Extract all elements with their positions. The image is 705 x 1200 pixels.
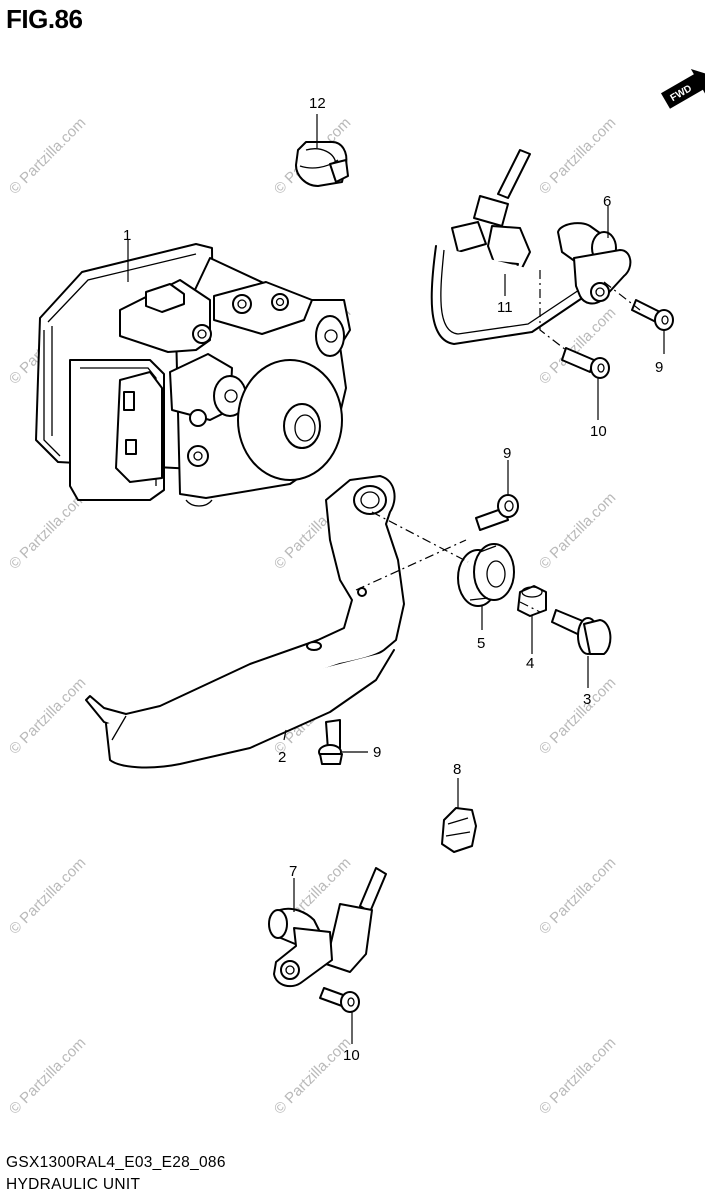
callout-11: 11: [497, 299, 513, 316]
assembly-guide-lines: [355, 270, 641, 613]
callout-3: 3: [583, 691, 591, 708]
hose-clamp-12: [295, 141, 349, 187]
watermark: © Partzilla.com: [536, 114, 619, 197]
forward-direction-badge: FWD: [660, 69, 705, 109]
watermark: © Partzilla.com: [6, 854, 89, 937]
watermark: © Partzilla.com: [536, 1034, 619, 1117]
bolt-9a: [475, 494, 519, 531]
callout-4: 4: [526, 655, 534, 672]
callout-5: 5: [477, 635, 485, 652]
sensor-harness-11-6: [430, 149, 632, 345]
callout-10: 9: [655, 359, 663, 376]
speed-sensor-7: [268, 867, 387, 988]
callout-7: 7: [289, 863, 297, 880]
callout-12: 12: [309, 95, 326, 112]
watermark: © Partzilla.com: [6, 1034, 89, 1117]
callout-9: 9: [503, 445, 511, 462]
callout-1: 1: [123, 227, 131, 244]
watermark: © Partzilla.com: [536, 674, 619, 757]
bolt-10b: [561, 347, 610, 379]
grommet-5: [457, 543, 515, 607]
watermark: © Partzilla.com: [6, 489, 89, 572]
callout-8: 8: [453, 761, 461, 778]
model-code: GSX1300RAL4_E03_E28_086: [6, 1154, 226, 1171]
callout-6: 6: [603, 193, 611, 210]
hydraulic-unit-1: [35, 243, 351, 507]
callout-9: 9: [373, 744, 381, 761]
watermark: © Partzilla.com: [536, 854, 619, 937]
callout-labels: 12 1 6 11 9 10 9 5 4 3 2 9 8 7 10: [123, 95, 663, 1064]
callout-10: 10: [343, 1047, 360, 1064]
figure-label: FIG.86: [6, 4, 83, 34]
collar-4: [517, 585, 547, 617]
watermark: © Partzilla.com: [6, 674, 89, 757]
hose-clamp-8: [441, 807, 477, 853]
bolt-3: [551, 609, 612, 655]
bolt-10c: [319, 987, 360, 1013]
section-name: HYDRAULIC UNIT: [6, 1176, 141, 1193]
bracket-2: [85, 475, 405, 769]
leader-lines: [127, 114, 665, 1044]
watermark: © Partzilla.com: [6, 114, 89, 197]
callout-2: 2: [278, 749, 286, 766]
watermark: © Partzilla.com: [271, 1034, 354, 1117]
bolt-9b: [318, 719, 343, 765]
watermark: © Partzilla.com: [536, 489, 619, 572]
callout-10: 10: [590, 423, 607, 440]
bolt-10a: [631, 299, 674, 331]
